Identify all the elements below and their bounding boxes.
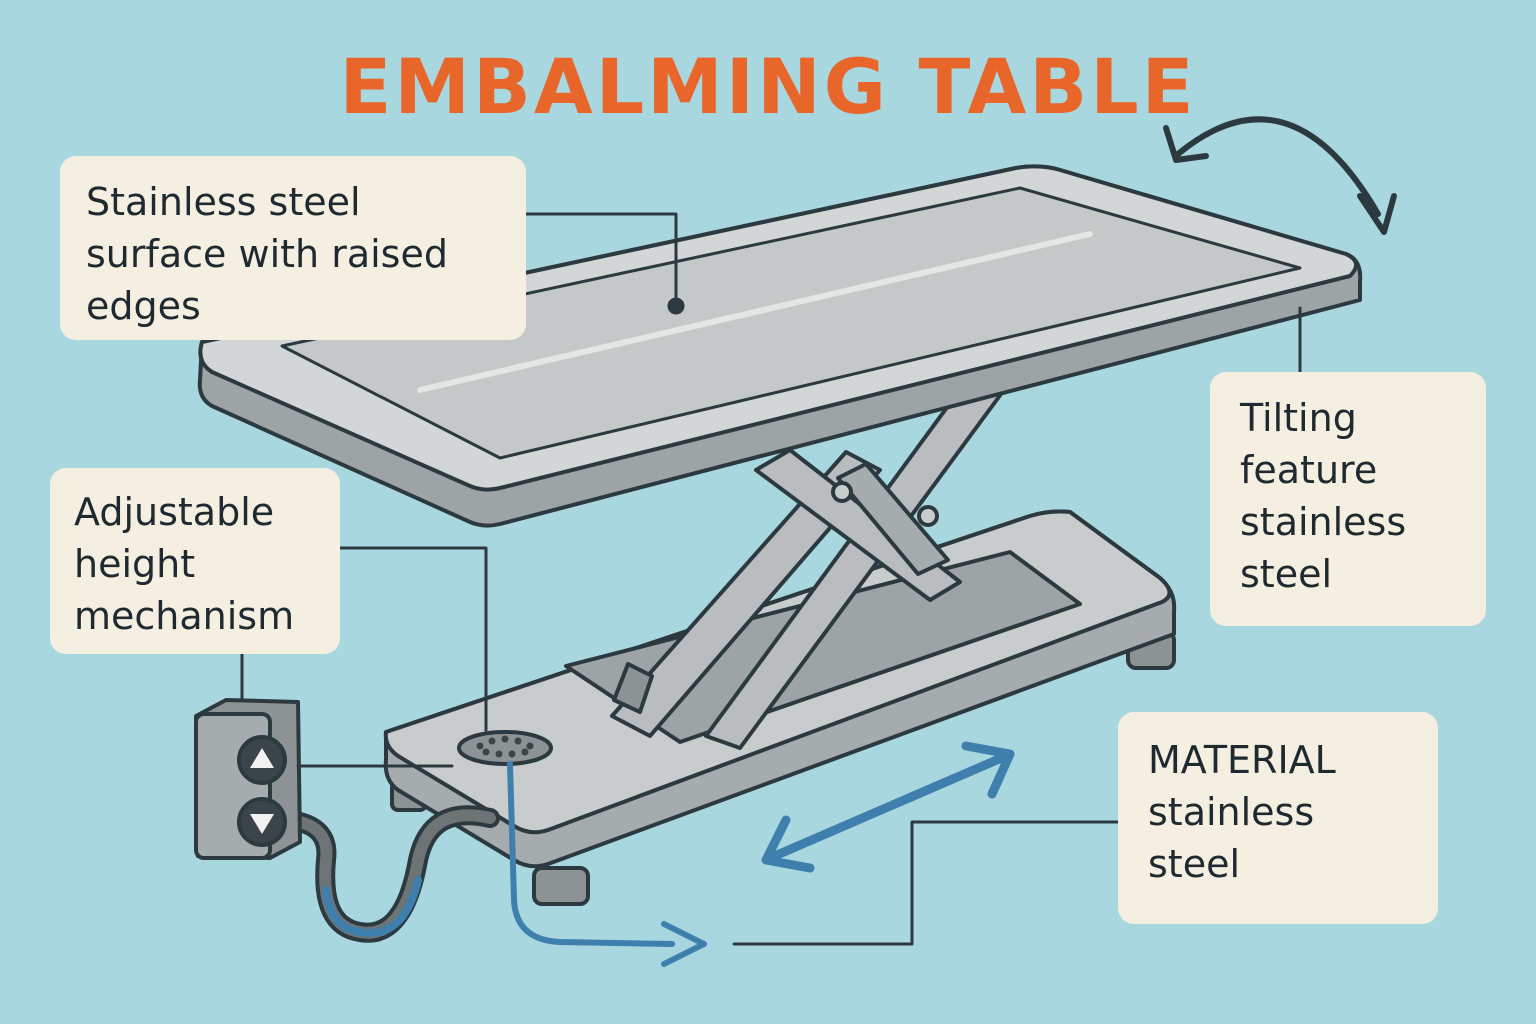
triangle-up-icon xyxy=(250,748,274,768)
callout-tilting-feature: Tilting feature stainless steel xyxy=(1210,372,1486,626)
triangle-down-icon xyxy=(250,814,274,834)
table-top xyxy=(197,164,1363,528)
double-arrow-icon xyxy=(761,741,1015,873)
page-title: EMBALMING TABLE xyxy=(339,42,1197,131)
drain-icon xyxy=(457,730,553,766)
callout-adjustable-height: Adjustable height mechanism xyxy=(50,468,340,654)
hose xyxy=(290,805,500,943)
callout-stainless-surface: Stainless steel surface with raised edge… xyxy=(60,156,526,340)
arrow-right-icon xyxy=(507,761,707,967)
leader-lines xyxy=(240,212,1302,946)
up-button[interactable] xyxy=(237,735,287,785)
scissor-lift xyxy=(610,374,1006,750)
callout-material: MATERIAL stainless steel xyxy=(1118,712,1438,924)
down-button[interactable] xyxy=(237,797,287,847)
curved-double-arrow-icon xyxy=(1163,116,1397,235)
